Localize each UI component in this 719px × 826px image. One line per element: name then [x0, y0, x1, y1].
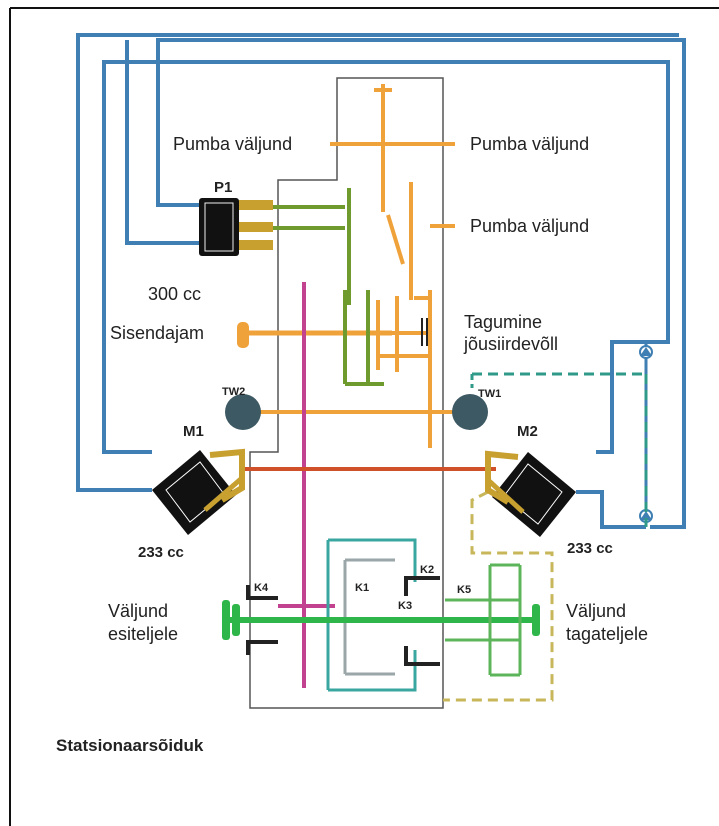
label-tw2: TW2 — [222, 386, 245, 398]
green-gear-train — [272, 188, 384, 386]
label-front-output-line1: Väljund — [108, 601, 168, 621]
label-p1-displacement: 300 cc — [148, 284, 201, 304]
label-p1: P1 — [214, 179, 232, 196]
label-k1: K1 — [355, 582, 369, 594]
clutch-k2 — [404, 576, 440, 666]
magenta-shaft — [278, 282, 335, 688]
pump-p1 — [199, 198, 273, 256]
teal-clutch-pack — [326, 538, 417, 692]
orange-gear-train — [259, 84, 478, 448]
label-rear-output-line2: tagateljele — [566, 624, 648, 644]
torque-wheel-tw1 — [452, 394, 488, 430]
label-k4: K4 — [254, 582, 269, 594]
outer-frame — [9, 7, 719, 826]
caption: Statsionaarsõiduk — [56, 736, 204, 755]
motor-m1 — [152, 448, 245, 535]
torque-wheel-tw2 — [225, 394, 261, 430]
output-shaft — [222, 563, 540, 677]
label-k5: K5 — [457, 584, 471, 596]
label-rear-pto-line2: jõusiirdevõll — [463, 334, 558, 354]
input-drive-handle — [237, 322, 249, 348]
label-pump-output-left: Pumba väljund — [173, 134, 292, 154]
label-pump-output-lower: Pumba väljund — [470, 216, 589, 236]
check-valves — [639, 345, 653, 523]
label-m2: M2 — [517, 423, 538, 440]
label-m1-displacement: 233 cc — [138, 544, 184, 561]
label-front-output-line2: esiteljele — [108, 624, 178, 644]
gearbox-housing — [249, 77, 444, 709]
label-tw1: TW1 — [478, 388, 501, 400]
clutch-k4 — [246, 585, 278, 655]
label-m2-displacement: 233 cc — [567, 540, 613, 557]
rear-pto-coupling — [421, 318, 428, 346]
label-rear-output-line1: Väljund — [566, 601, 626, 621]
label-m1: M1 — [183, 423, 204, 440]
label-k2: K2 — [420, 564, 434, 576]
label-input-drive: Sisendajam — [110, 323, 204, 343]
label-rear-pto-line1: Tagumine — [464, 312, 542, 332]
label-pump-output-right: Pumba väljund — [470, 134, 589, 154]
label-k3: K3 — [398, 600, 412, 612]
motor-m2 — [485, 450, 576, 537]
dashed-lines — [443, 372, 648, 702]
hydraulic-lines — [76, 33, 686, 529]
